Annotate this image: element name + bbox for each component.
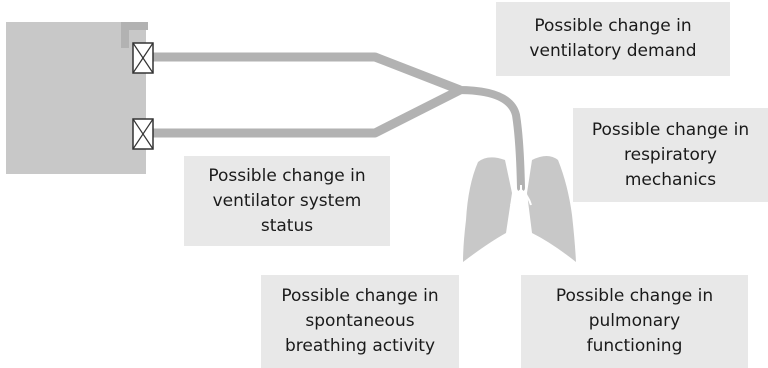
label-pulmonary-functioning: Possible change in pulmonary functioning: [521, 275, 748, 368]
label-ventilatory-demand: Possible change in ventilatory demand: [496, 2, 730, 76]
label-text: Possible change in ventilatory demand: [529, 16, 697, 61]
label-ventilator-system-status: Possible change in ventilator system sta…: [184, 156, 390, 246]
label-text: Possible change in spontaneous breathing…: [281, 286, 439, 356]
valve-icon: [132, 42, 154, 74]
inspiratory-tube: [153, 52, 462, 95]
lungs-icon: [463, 156, 576, 262]
valve-icon: [132, 118, 154, 150]
connector-stub: [121, 22, 148, 48]
breathing-tube-icon: [454, 86, 525, 192]
label-text: Possible change in pulmonary functioning: [555, 286, 714, 356]
expiratory-tube: [153, 85, 463, 138]
label-text: Possible change in respiratory mechanics: [591, 119, 750, 190]
label-text: Possible change in ventilator system sta…: [208, 165, 366, 236]
label-spontaneous-breathing: Possible change in spontaneous breathing…: [261, 275, 459, 368]
label-respiratory-mechanics: Possible change in respiratory mechanics: [573, 108, 768, 202]
